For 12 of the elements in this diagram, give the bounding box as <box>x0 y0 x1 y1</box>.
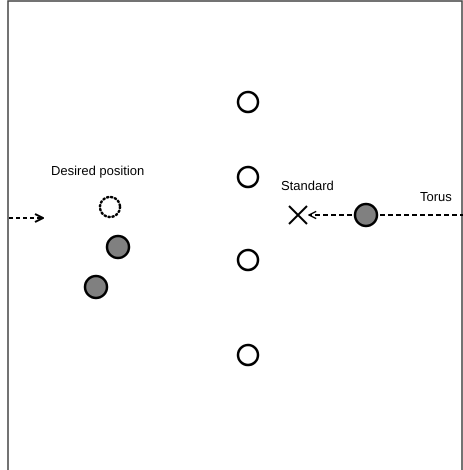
circle-marker <box>83 274 109 300</box>
dashed-arrow <box>308 210 352 220</box>
circle-marker <box>236 90 260 114</box>
circle-marker <box>236 343 260 367</box>
circle-marker <box>236 248 260 272</box>
marker-caption: Desired position <box>51 163 144 178</box>
marker-caption: Standard <box>281 178 334 193</box>
circle-marker <box>105 234 131 260</box>
circle-marker <box>236 165 260 189</box>
circle-marker <box>353 202 379 228</box>
dashed-line <box>380 214 463 216</box>
edge-label: Torus <box>418 189 454 204</box>
